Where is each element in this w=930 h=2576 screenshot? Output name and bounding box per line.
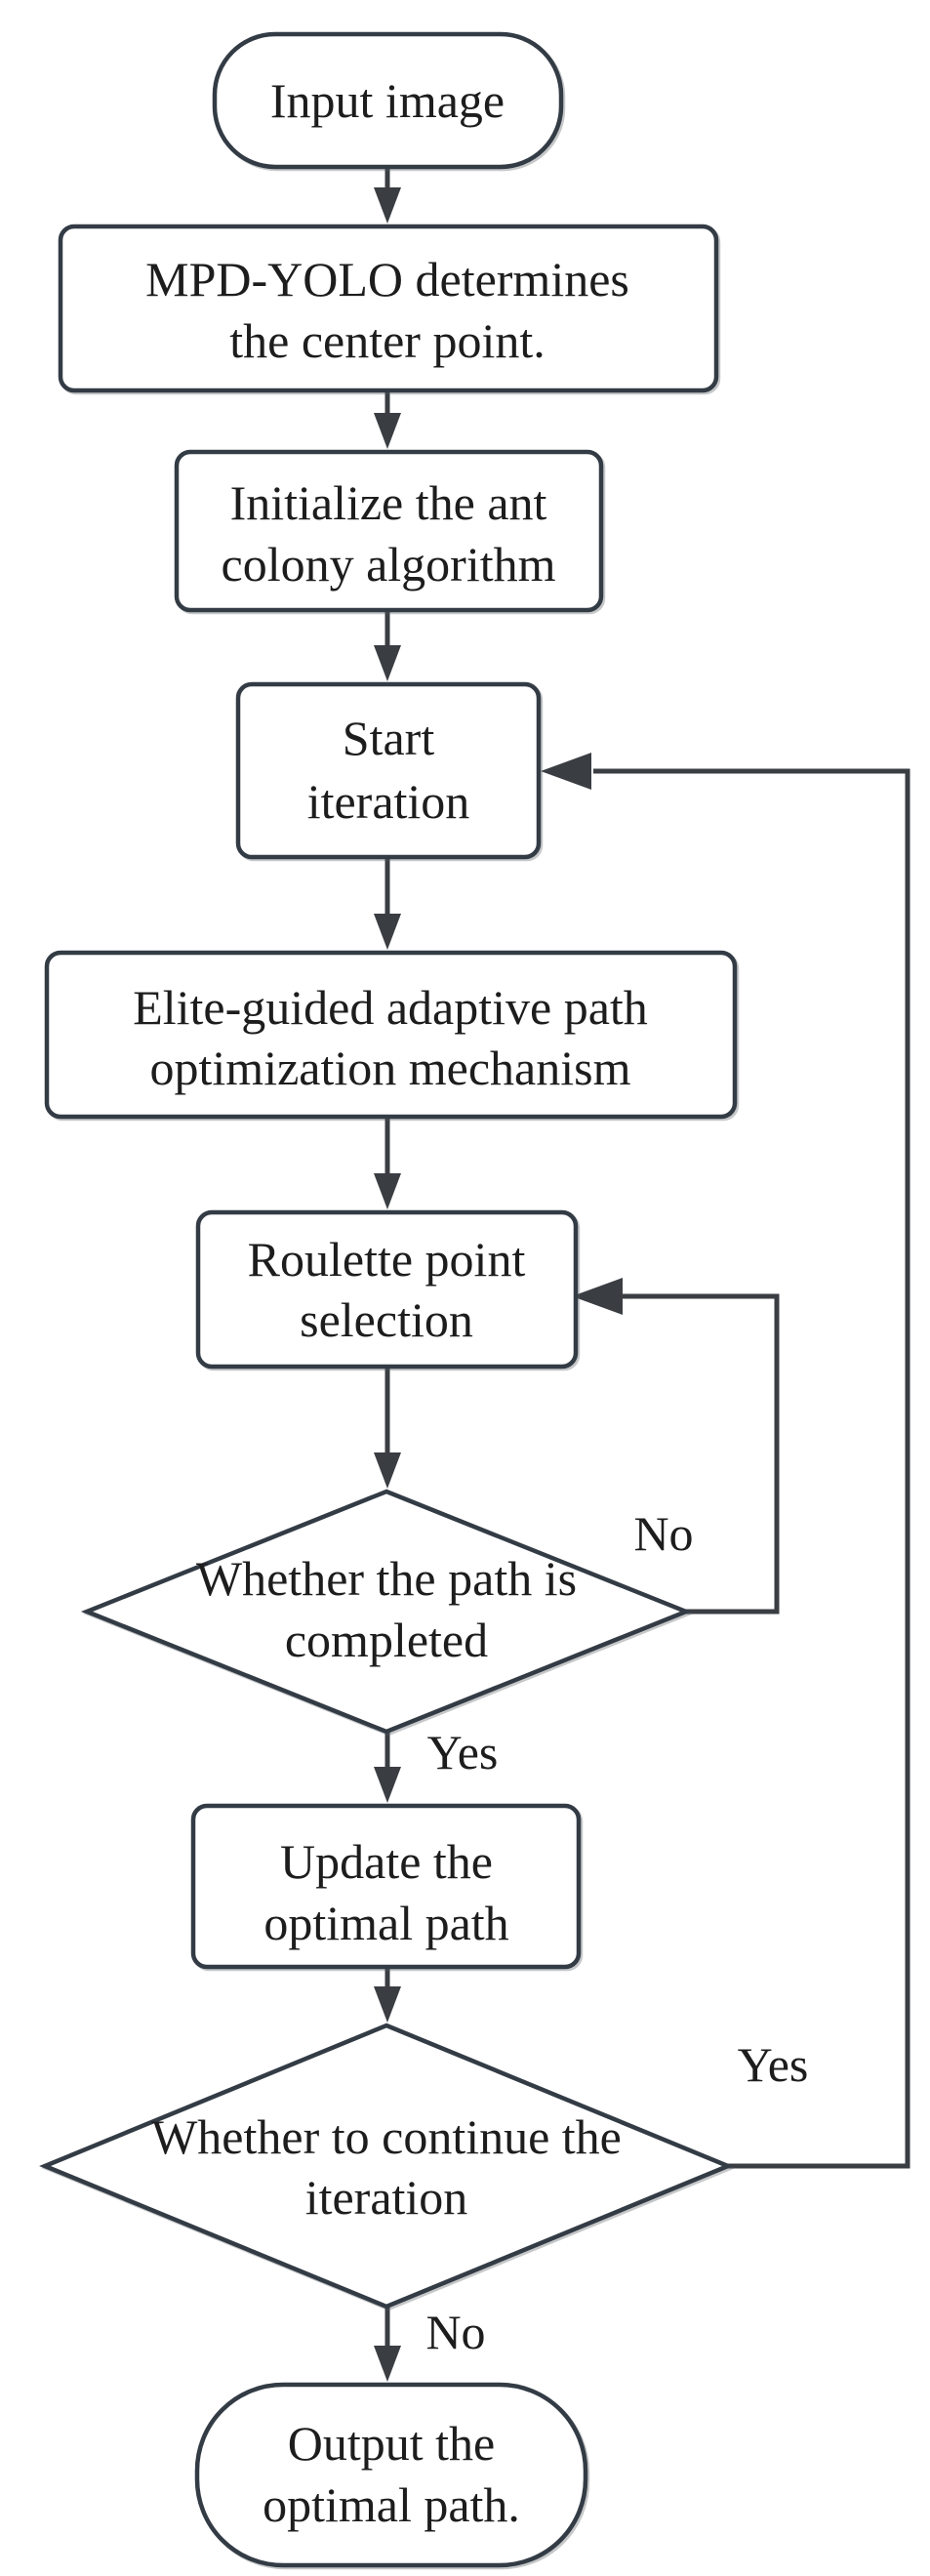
arrow-start-to-elite (374, 857, 401, 950)
arrow-elite-to-roulette (374, 1117, 401, 1209)
arrow-init-to-start (374, 610, 401, 681)
edge-label-no-continue: No (425, 2305, 485, 2359)
node-label-line2: optimal path (263, 1896, 508, 1950)
node-label: Input image (270, 73, 505, 128)
decision-shape (39, 2023, 734, 2310)
node-label-line2: the center point. (229, 313, 546, 368)
node-label-line1: Output the (288, 2416, 495, 2471)
arrow-continue-to-output (374, 2307, 401, 2382)
node-label-line1: Elite-guided adaptive path (133, 980, 648, 1035)
arrow-roulette-to-pathdone (374, 1367, 401, 1489)
edge-label-yes-continue: Yes (738, 2037, 809, 2092)
node-label-line1: Update the (280, 1834, 493, 1889)
node-label-line2: iteration (307, 774, 470, 829)
node-label-line1: Initialize the ant (230, 475, 547, 530)
loop-pathdone-no (572, 1278, 780, 1615)
process-shape (174, 449, 604, 613)
process-shape (195, 1209, 579, 1370)
node-initialize-colony: Initialize the ant colony algorithm (174, 449, 604, 613)
terminal-shape (212, 31, 564, 170)
edge-label-no-path: No (633, 1506, 693, 1561)
process-shape (58, 224, 719, 393)
process-shape (44, 950, 738, 1120)
flow-arrows (374, 167, 910, 2382)
node-label-line1: Start (343, 711, 435, 765)
arrow-mpd-to-init (374, 390, 401, 449)
loop-continue-yes (541, 753, 910, 2169)
node-label-line2: optimization mechanism (150, 1041, 631, 1095)
node-decision-path-completed: Whether the path is completed (80, 1489, 693, 1735)
node-roulette-selection: Roulette point selection (195, 1209, 579, 1370)
node-input-image: Input image (212, 31, 564, 170)
arrow-pathdone-to-update (374, 1732, 401, 1803)
node-decision-continue-iteration: Whether to continue the iteration (39, 2023, 734, 2310)
arrow-update-to-continue (374, 1967, 401, 2023)
node-label-line2: selection (300, 1292, 473, 1347)
arrow-input-to-mpd (374, 167, 401, 224)
decision-shape (80, 1489, 693, 1735)
node-label-line1: Whether the path is (196, 1551, 577, 1606)
node-label-line2: colony algorithm (222, 537, 556, 592)
node-label-line2: optimal path. (263, 2477, 520, 2532)
node-label-line1: Whether to continue the (151, 2109, 622, 2164)
node-label-line2: iteration (305, 2170, 468, 2225)
node-mpd-yolo: MPD-YOLO determines the center point. (58, 224, 719, 393)
edge-label-yes-path: Yes (427, 1725, 499, 1779)
process-shape (235, 681, 542, 860)
node-label-line1: Roulette point (248, 1232, 526, 1287)
node-elite-guided: Elite-guided adaptive path optimization … (44, 950, 738, 1120)
node-start-iteration: Start iteration (235, 681, 542, 860)
edge-labels: No Yes Yes No (425, 1506, 808, 2359)
node-label-line1: MPD-YOLO determines (145, 252, 629, 307)
process-shape (190, 1803, 582, 1970)
node-update-optimal-path: Update the optimal path (190, 1803, 582, 1970)
terminal-shape (194, 2382, 588, 2568)
node-label-line2: completed (285, 1613, 488, 1667)
flow-nodes: Input image MPD-YOLO determines the cent… (39, 31, 738, 2568)
node-output-optimal-path: Output the optimal path. (194, 2382, 588, 2568)
